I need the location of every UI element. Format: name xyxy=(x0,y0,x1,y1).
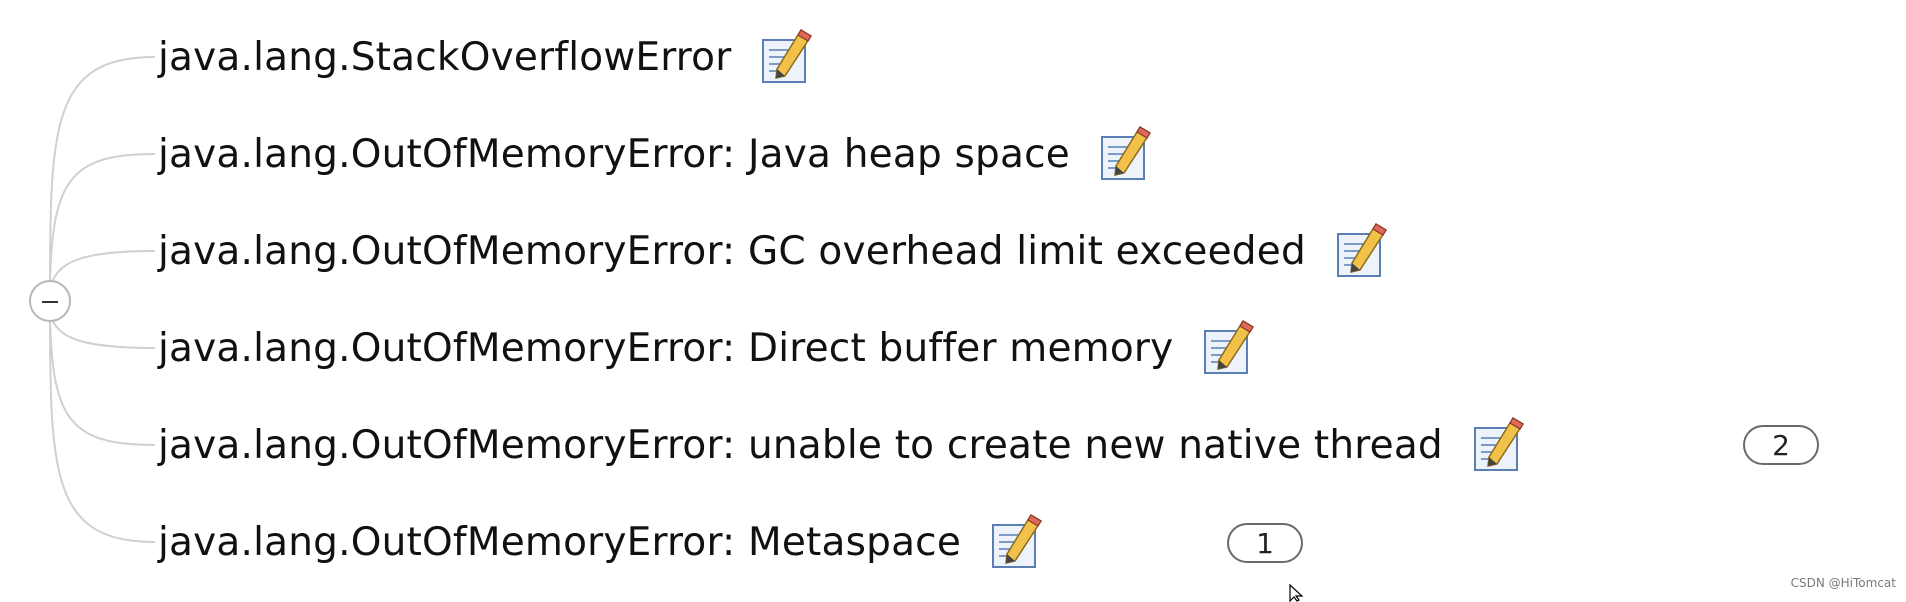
count-badge[interactable]: 2 xyxy=(1743,425,1819,465)
note-pencil-icon[interactable] xyxy=(761,28,815,86)
node-label: java.lang.OutOfMemoryError: Metaspace xyxy=(158,519,962,565)
collapse-minus-icon[interactable] xyxy=(29,280,71,322)
mindmap-node-stackoverflowerror[interactable]: java.lang.StackOverflowError xyxy=(158,27,815,87)
mindmap-node-direct-buffer[interactable]: java.lang.OutOfMemoryError: Direct buffe… xyxy=(158,318,1257,378)
node-label: java.lang.OutOfMemoryError: Java heap sp… xyxy=(158,131,1070,177)
connector-line xyxy=(49,250,156,291)
node-label: java.lang.OutOfMemoryError: Direct buffe… xyxy=(158,325,1174,371)
node-label: java.lang.OutOfMemoryError: GC overhead … xyxy=(158,228,1306,274)
connector-line xyxy=(49,319,156,543)
connector-line xyxy=(49,311,156,349)
mindmap-node-gc-overhead[interactable]: java.lang.OutOfMemoryError: GC overhead … xyxy=(158,221,1390,281)
connector-line xyxy=(49,56,156,283)
watermark: CSDN @HiTomcat xyxy=(1790,576,1896,590)
connector-line xyxy=(49,153,156,286)
note-pencil-icon[interactable] xyxy=(1100,125,1154,183)
mouse-cursor-icon xyxy=(1289,584,1304,602)
count-badge[interactable]: 1 xyxy=(1227,523,1303,563)
connector-line xyxy=(49,315,156,446)
note-pencil-icon[interactable] xyxy=(991,513,1045,571)
note-pencil-icon[interactable] xyxy=(1203,319,1257,377)
node-label: java.lang.StackOverflowError xyxy=(158,34,732,80)
mindmap-node-native-thread[interactable]: java.lang.OutOfMemoryError: unable to cr… xyxy=(158,415,1527,475)
node-label: java.lang.OutOfMemoryError: unable to cr… xyxy=(158,422,1443,468)
note-pencil-icon[interactable] xyxy=(1336,222,1390,280)
mindmap-node-metaspace[interactable]: java.lang.OutOfMemoryError: Metaspace xyxy=(158,512,1045,572)
note-pencil-icon[interactable] xyxy=(1473,416,1527,474)
mindmap-node-java-heap-space[interactable]: java.lang.OutOfMemoryError: Java heap sp… xyxy=(158,124,1154,184)
